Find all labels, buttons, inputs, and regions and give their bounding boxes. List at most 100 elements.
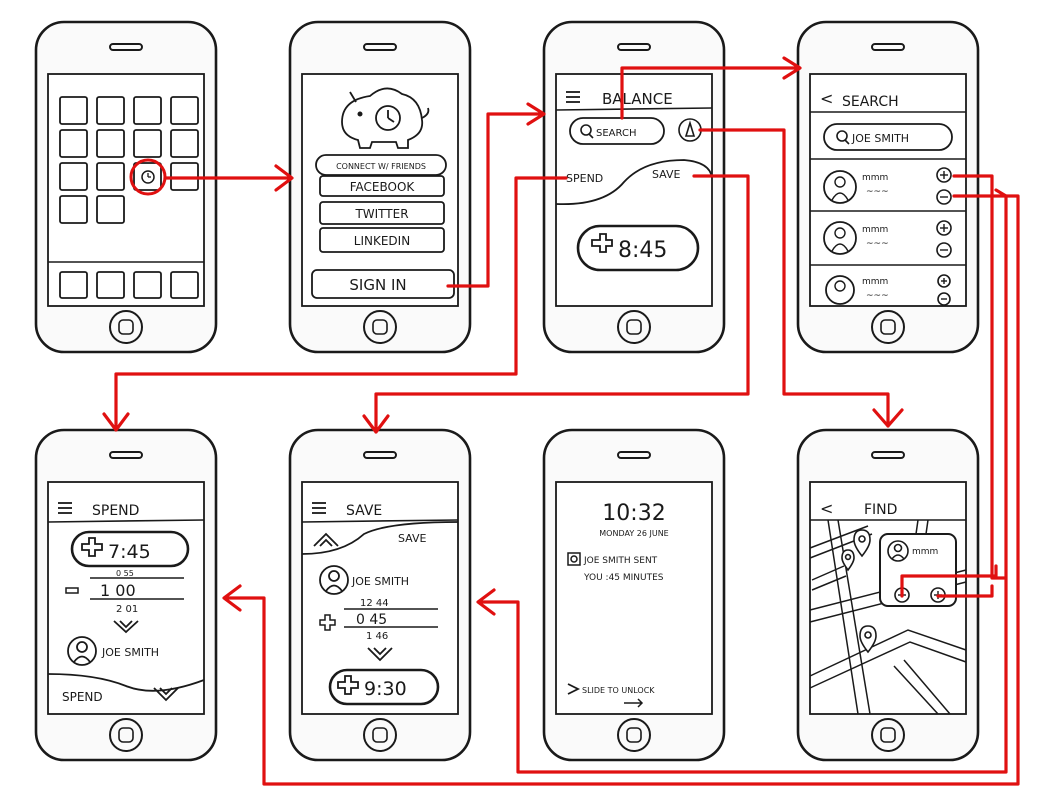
- confirm-check-icon[interactable]: [367, 647, 393, 662]
- list-item[interactable]: mmm ~~~: [823, 167, 952, 205]
- page-title: SEARCH: [842, 94, 899, 110]
- save-tab[interactable]: SAVE: [398, 532, 427, 545]
- twitter-button-label: TWITTER: [354, 207, 408, 221]
- chevron-down-icon[interactable]: [153, 687, 179, 702]
- spend-save-tab-divider: [555, 159, 713, 206]
- calc-top-row: 12 44: [360, 598, 389, 609]
- search-button-label: SEARCH: [596, 128, 636, 139]
- flow-arrow: [476, 188, 1008, 774]
- list-item[interactable]: mmm ~~~: [825, 274, 951, 306]
- page-title: FIND: [864, 502, 897, 518]
- flow-arrow: [362, 174, 750, 434]
- notification-icon: [567, 552, 581, 566]
- chevron-up-icon[interactable]: [313, 532, 339, 547]
- menu-icon[interactable]: [566, 91, 580, 103]
- map-pin-icon[interactable]: [859, 625, 877, 654]
- facebook-button-label: FACEBOOK: [350, 180, 416, 194]
- spend-tab[interactable]: SPEND: [566, 172, 603, 185]
- calc-bottom-row: 2 01: [116, 604, 138, 615]
- save-tab[interactable]: SAVE: [652, 168, 681, 181]
- search-icon: [580, 124, 594, 139]
- balance-display: [70, 530, 190, 568]
- confirm-check-icon[interactable]: [113, 620, 139, 634]
- avatar: [67, 636, 97, 666]
- flow-arrow: [952, 174, 1006, 580]
- linkedin-button-label: LINKEDIN: [354, 234, 410, 248]
- tab-divider: [301, 521, 459, 555]
- calc-mid-row: 1 00: [100, 581, 136, 600]
- result-detail: ~~~: [866, 291, 889, 301]
- search-button[interactable]: [569, 117, 665, 145]
- add-icon[interactable]: [936, 220, 952, 236]
- balance-amount: 9:30: [364, 678, 407, 700]
- notification-line-2: YOU :45 MINUTES: [583, 573, 664, 583]
- flow-arrow: [163, 164, 294, 192]
- menu-icon[interactable]: [58, 502, 72, 514]
- plus-icon: [81, 537, 103, 557]
- menu-icon[interactable]: [312, 502, 326, 514]
- phone-search: < SEARCH JOE SMITH mmm ~~~ mmm ~~~: [796, 20, 980, 354]
- page-title: BALANCE: [602, 90, 673, 108]
- avatar: [887, 540, 909, 562]
- user-name: JOE SMITH: [101, 646, 159, 659]
- flow-arrow: [102, 176, 568, 432]
- flow-arrow: [936, 584, 994, 598]
- phone-login: CONNECT W/ FRIENDS FACEBOOK TWITTER LINK…: [288, 20, 472, 354]
- page-title: SAVE: [346, 503, 382, 519]
- calc-top-row: 0 55: [116, 569, 134, 578]
- flow-arrow: [620, 56, 802, 120]
- balance-display: [328, 668, 440, 706]
- calc-bottom-row: 1 46: [366, 631, 388, 642]
- add-icon[interactable]: [936, 167, 952, 183]
- twitter-button[interactable]: [319, 201, 445, 225]
- piggy-bank-clock-icon: [341, 87, 430, 149]
- app-grid: [48, 96, 204, 299]
- lock-date: MONDAY 26 JUNE: [599, 529, 668, 538]
- result-name: mmm: [862, 225, 888, 235]
- map-pin-icon[interactable]: [853, 529, 871, 558]
- slide-to-unlock[interactable]: SLIDE TO UNLOCK: [582, 686, 655, 695]
- footer-divider: [47, 673, 205, 692]
- plus-icon: [591, 233, 613, 253]
- back-icon[interactable]: <: [820, 499, 833, 518]
- spend-button[interactable]: SPEND: [62, 690, 103, 704]
- page-title: SPEND: [92, 503, 139, 519]
- sign-in-button-label: SIGN IN: [349, 276, 406, 294]
- balance-amount: 7:45: [108, 541, 151, 563]
- linkedin-button[interactable]: [319, 227, 445, 253]
- remove-icon[interactable]: [936, 189, 952, 205]
- phone-spend: SPEND 7:45 0 55 1 00 2 01 JOE SMITH SPEN…: [34, 428, 218, 762]
- flow-arrows: [102, 56, 1020, 786]
- phone-find: < FIND mmm: [796, 428, 980, 762]
- remove-icon[interactable]: [936, 242, 952, 258]
- phone-save: SAVE SAVE JOE SMITH 12 44 0 45 1 46 9:30: [288, 428, 472, 762]
- list-item[interactable]: mmm ~~~: [823, 220, 952, 258]
- user-name: JOE SMITH: [351, 575, 409, 588]
- search-query: JOE SMITH: [851, 132, 909, 145]
- phone-home: [34, 20, 218, 354]
- balance-amount: 8:45: [618, 238, 667, 263]
- add-icon[interactable]: [937, 274, 951, 288]
- flow-arrow: [446, 102, 546, 288]
- slide-arrow-icon[interactable]: [567, 683, 581, 695]
- map-pin-icon[interactable]: [841, 549, 855, 572]
- flow-arrow: [698, 128, 904, 428]
- calc-mid-row: 0 45: [356, 612, 387, 628]
- connect-label: CONNECT W/ FRIENDS: [336, 162, 426, 171]
- back-icon[interactable]: <: [820, 89, 833, 108]
- avatar: [319, 565, 349, 595]
- facebook-button[interactable]: [319, 175, 445, 197]
- result-name: mmm: [862, 277, 888, 287]
- minus-icon: [65, 587, 79, 594]
- sign-in-button[interactable]: [311, 269, 455, 299]
- result-detail: ~~~: [866, 187, 889, 197]
- balance-display: [576, 224, 700, 272]
- unlock-arrow-icon: [624, 698, 644, 708]
- phone-lock: 10:32 MONDAY 26 JUNE JOE SMITH SENT YOU …: [542, 428, 726, 762]
- flow-arrow: [900, 564, 998, 598]
- remove-icon[interactable]: [937, 292, 951, 306]
- result-name: mmm: [862, 173, 888, 183]
- phone-balance: BALANCE SEARCH SPEND SAVE 8:45: [542, 20, 726, 354]
- search-input[interactable]: [823, 123, 953, 151]
